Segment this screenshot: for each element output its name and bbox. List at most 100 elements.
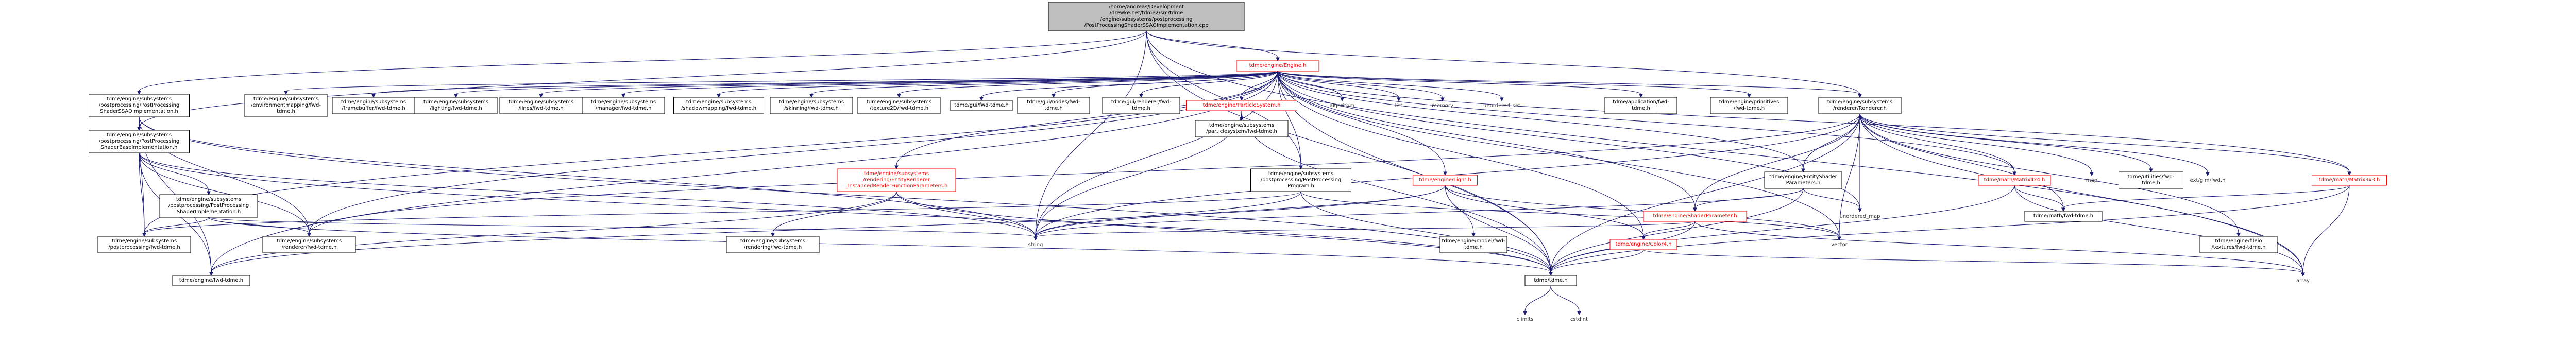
node-box (89, 130, 190, 153)
node-skinning[interactable]: tdme/engine/subsystems/skinning/fwd-tdme… (770, 97, 853, 114)
edge-engine-to-rendererh (1277, 71, 1862, 98)
edge-arrowhead (2347, 171, 2351, 176)
node-label: _InstancedRenderFunctionParameters.h (845, 183, 948, 189)
node-label: /texture2D/fwd-tdme.h (870, 106, 928, 111)
node-enginefwd[interactable]: tdme/engine/fwd-tdme.h (172, 275, 250, 286)
node-rendererh[interactable]: tdme/engine/subsystems/renderer/Renderer… (1818, 97, 1902, 114)
node-label: tdme.h (277, 109, 295, 114)
edge-engine-to-list (1277, 71, 1401, 102)
node-rendererfwd[interactable]: tdme/engine/subsystems/renderer/fwd-tdme… (262, 236, 356, 253)
edge-shaderparam-to-colorh (1641, 221, 1696, 240)
edge-arrowhead (2012, 171, 2016, 176)
node-label: tdme/engine/subsystems (107, 132, 172, 138)
edge-line (139, 152, 310, 234)
node-root[interactable]: /home/andreas/Development/drewke.net/tdm… (1048, 2, 1245, 31)
node-label: /rendering/fwd-tdme.h (744, 245, 802, 250)
node-label: tdme/engine/primitives (1719, 99, 1780, 105)
edge-line (139, 152, 1036, 237)
node-colorh[interactable]: tdme/engine/Color4.h (1609, 239, 1677, 250)
edge-root-to-engine (1146, 30, 1280, 62)
edge-arrowhead (1276, 57, 1280, 62)
node-label: tdme/engine/subsystems (277, 238, 342, 244)
node-lighth[interactable]: tdme/engine/Light.h (1413, 175, 1478, 186)
node-mathfwd[interactable]: tdme/math/fwd-tdme.h (2024, 211, 2103, 222)
node-framebuf[interactable]: tdme/engine/subsystems/framebuffer/fwd-t… (332, 97, 415, 114)
node-primitives[interactable]: tdme/engine/primitives/fwd-tdme.h (1710, 97, 1788, 114)
edge-line (1277, 71, 1750, 95)
node-utilities[interactable]: tdme/utilities/fwd-tdme.h (2119, 171, 2183, 189)
node-postfwd[interactable]: tdme/engine/subsystems/postprocessing/fw… (97, 236, 191, 253)
node-list: list (1395, 103, 1403, 109)
node-algorithm: algorithm (1330, 103, 1354, 109)
edge-arrowhead (771, 233, 775, 237)
node-box (1439, 236, 1507, 253)
node-label: vector (1831, 242, 1848, 248)
node-box (1524, 275, 1577, 286)
node-matrix3x3[interactable]: tdme/math/Matrix3x3.h (2312, 175, 2387, 186)
node-box (97, 236, 191, 253)
node-texture2d[interactable]: tdme/engine/subsystems/texture2D/fwd-tdm… (857, 97, 941, 114)
node-shaderparam[interactable]: tdme/engine/ShaderParameter.h (1643, 211, 1747, 222)
node-modelfwd[interactable]: tdme/engine/model/fwd-tdme.h (1439, 236, 1507, 253)
node-box (2119, 171, 2183, 189)
node-lighting[interactable]: tdme/engine/subsystems/lighting/fwd-tdme… (414, 97, 498, 114)
node-label: string (1028, 242, 1043, 248)
edge-arrowhead (1747, 94, 1751, 98)
edge-arrowhead (2149, 168, 2153, 173)
node-ssaoimpl[interactable]: tdme/engine/subsystems/postprocessing/Po… (89, 94, 190, 117)
node-guifwd[interactable]: tdme/gui/fwd-tdme.h (950, 100, 1013, 111)
edge-engine-to-unordered_map (1277, 71, 1862, 213)
node-box (1186, 100, 1297, 111)
node-appfwd[interactable]: tdme/application/fwd-tdme.h (1604, 97, 1677, 114)
node-box (1818, 97, 1902, 114)
edge-arrowhead (2061, 207, 2065, 212)
node-shaderimpl[interactable]: tdme/engine/subsystems/postprocessing/Po… (159, 194, 258, 218)
node-label: tdme/engine/subsystems (1209, 123, 1274, 128)
node-matrix4x4[interactable]: tdme/math/Matrix4x4.h (1978, 175, 2051, 186)
node-instanced[interactable]: tdme/engine/subsystems/rendering/EntityR… (837, 168, 956, 192)
edge-line (1277, 71, 2015, 172)
node-baseimpl[interactable]: tdme/engine/subsystems/postprocessing/Po… (89, 130, 190, 153)
node-box (1604, 97, 1677, 114)
node-postprog[interactable]: tdme/engine/subsystems/postprocessing/Po… (1250, 168, 1351, 192)
edge-line (1524, 285, 1551, 312)
edge-line (1859, 113, 2151, 169)
node-label: /renderer/Renderer.h (1833, 106, 1887, 111)
edge-arrowhead (1299, 165, 1303, 170)
node-particlefwd[interactable]: tdme/engine/subsystems/particlesystem/fw… (1195, 120, 1289, 137)
node-particlesys[interactable]: tdme/engine/ParticleSystem.h (1186, 100, 1297, 111)
edge-arrowhead (2090, 172, 2094, 177)
node-label: tdme/application/fwd- (1613, 99, 1669, 105)
node-guinodes[interactable]: tdme/gui/nodes/fwd-tdme.h (1017, 97, 1090, 114)
node-label: tdme.h (1044, 106, 1063, 111)
edge-rendererh-to-shaderparam (1693, 113, 1860, 212)
node-renderingfwd[interactable]: tdme/engine/subsystems/rendering/fwd-tdm… (726, 236, 820, 253)
edge-line (718, 71, 1278, 95)
node-fileio[interactable]: tdme/engine/fileio/textures/fwd-tdme.h (2199, 236, 2278, 253)
node-box (1643, 211, 1747, 222)
node-guirenderer[interactable]: tdme/gui/renderer/fwd-tdme.h (1102, 97, 1180, 114)
node-tdmeh[interactable]: tdme/tdme.h (1524, 275, 1577, 286)
edge-arrowhead (539, 94, 543, 98)
edge-arrowhead (1858, 208, 1862, 213)
node-box (159, 194, 258, 218)
edge-line (455, 71, 1278, 95)
node-label: tdme.h (1464, 245, 1483, 250)
node-envmap[interactable]: tdme/engine/subsystems/environmentmappin… (244, 94, 328, 117)
edge-engine-to-colorh (1277, 71, 1646, 240)
edge-arrowhead (1858, 94, 1862, 98)
node-label: tdme/math/Matrix4x4.h (1984, 177, 2045, 183)
node-label: tdme/engine/model/fwd- (1442, 238, 1505, 244)
node-engine[interactable]: tdme/engine/Engine.h (1236, 60, 1319, 72)
edge-matrix3x3-to-tdmeh (1549, 185, 2350, 276)
node-shadowmap[interactable]: tdme/engine/subsystems/shadowmapping/fwd… (673, 97, 764, 114)
node-lines[interactable]: tdme/engine/subsystems/lines/fwd-tdme.h (499, 97, 583, 114)
node-manager[interactable]: tdme/engine/subsystems/manager/fwd-tdme.… (582, 97, 665, 114)
node-label: /engine/subsystems/postprocessing (1100, 16, 1193, 22)
edge-rendererh-to-unordered_map (1858, 113, 1862, 213)
edge-line (896, 191, 1036, 237)
node-label: tdme/engine/subsystems (686, 99, 751, 105)
edge-engine-to-memory (1277, 71, 1445, 102)
edge-line (1859, 113, 2064, 209)
